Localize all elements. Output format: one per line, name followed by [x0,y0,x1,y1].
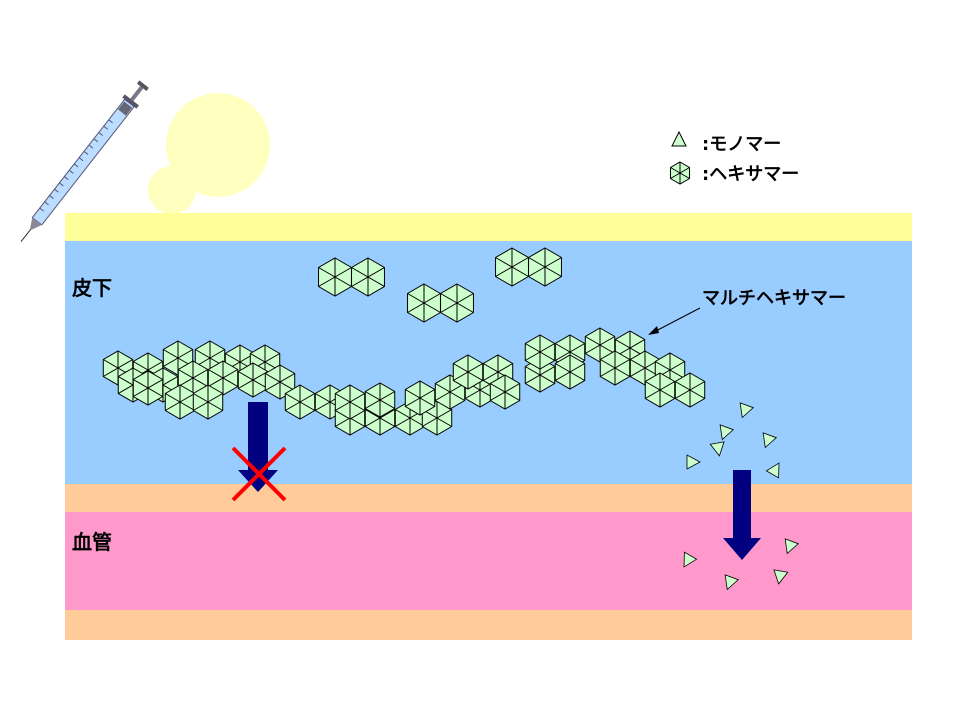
fat-layer-lower [65,610,912,640]
multimer-hexamer [334,384,366,420]
multimer-hexamer [364,382,396,418]
monomer [719,424,735,441]
hexamer [440,283,474,323]
fat-layer-upper [65,484,912,512]
hexamer [351,257,385,297]
monomer [784,538,800,555]
monomer [686,454,701,470]
multimer-hexamer [132,370,164,406]
subcutis-label: 皮下 [72,276,112,300]
multimer-hexamer [237,362,269,398]
hexamer [495,247,529,287]
injection-glow [166,93,270,197]
monomer-group [683,402,800,591]
monomer-legend-icon [671,130,687,147]
multimer-hexamer [524,357,556,393]
monomer [683,551,698,568]
multimer-hexamer [264,364,296,400]
multimer-pointer [651,307,701,334]
absorption-arrow [723,470,761,560]
blocked-arrow [238,402,278,492]
multimer-hexamer [192,384,224,420]
monomer [739,402,755,419]
hexamer-legend-icon [669,161,691,185]
multimer-hexamer [599,350,631,386]
hexamer-group [102,247,706,436]
multimer-hexamer [284,384,316,420]
blood-vessel-label: 血管 [72,530,112,554]
multimer-label: マルチヘキサマー [702,288,846,309]
skin-layer [65,213,912,241]
cross-icon [231,446,287,502]
multimer-hexamer [674,372,706,408]
monomer [709,441,725,457]
blood-vessel-layer [65,512,912,610]
syringe-icon [20,80,149,243]
multimer-hexamer [434,374,466,410]
legend-monomer: :モノマー [702,134,782,155]
multimer-hexamer [644,372,676,408]
multimer-hexamer [404,380,436,416]
multimer-hexamer [554,354,586,390]
hexamer [528,247,562,287]
monomer [762,432,778,449]
legend-hexamer: :ヘキサマー [702,164,800,185]
injection-glow-small [148,166,196,214]
multimer-hexamer [452,354,484,390]
monomer [765,462,780,479]
multimer-hexamer [524,334,556,370]
monomer [773,569,789,585]
multimer-hexamer [489,374,521,410]
hexamer [407,283,441,323]
pointer-arrowhead [648,326,659,335]
monomer [724,574,740,591]
multimer-hexamer [177,360,209,396]
